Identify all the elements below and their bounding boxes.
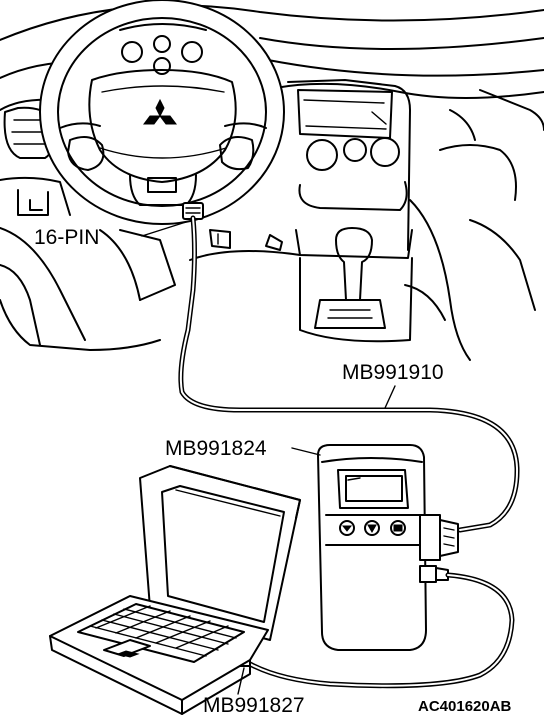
diagnostic-connector-icon	[182, 202, 204, 220]
vci-label: MB991824	[165, 437, 267, 460]
connector-label: 16-PIN	[34, 226, 99, 249]
main-cable	[178, 215, 520, 533]
main-cable-leader-line	[384, 385, 396, 409]
vci-leader-line	[291, 447, 321, 456]
three-diamond-emblem-icon	[143, 98, 177, 125]
steering-wheel-icon	[39, 0, 285, 225]
main-cable-label: MB991910	[342, 361, 444, 384]
vci-unit-icon	[317, 444, 459, 651]
usb-cable-label: MB991827	[203, 694, 305, 716]
connector-leader-line	[141, 221, 187, 237]
figure-code: AC401620AB	[418, 698, 512, 715]
laptop-icon	[49, 465, 301, 715]
usb-cable-leader-line	[237, 667, 245, 695]
